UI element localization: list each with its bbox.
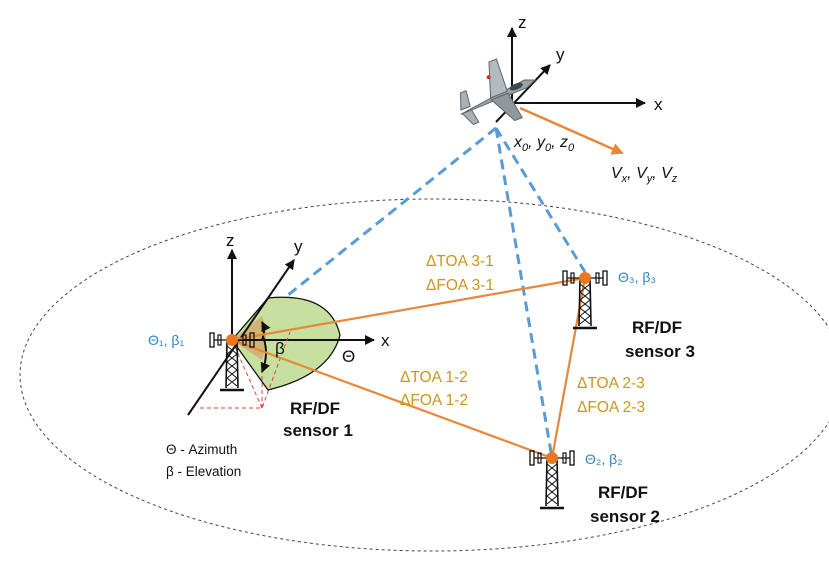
- sight-line-sensor1: [231, 126, 497, 342]
- sight-lines: [231, 126, 587, 459]
- sensor1-y-label: y: [294, 237, 303, 256]
- velocity-arrow: [519, 106, 624, 155]
- sensor1-angle-label: Θ₁, β₁: [148, 332, 184, 348]
- aircraft-x-label: x: [654, 95, 663, 114]
- beta-symbol: β: [275, 339, 285, 358]
- link-1-3: [231, 276, 586, 342]
- aircraft-y-label: y: [556, 45, 565, 64]
- link-1-2: [231, 338, 553, 460]
- fighter-jet-icon: [459, 58, 537, 126]
- sight-line-sensor3: [494, 127, 587, 273]
- link12-toa-label: ΔTOA 1-2: [400, 369, 468, 386]
- sensor3-node: [579, 272, 591, 284]
- link31-toa-label: ΔTOA 3-1: [426, 253, 494, 270]
- sight-line-sensor2: [494, 127, 554, 459]
- link23-foa-label: ΔFOA 2-3: [577, 399, 645, 416]
- sensor2-angle-label: Θ₂, β₂: [585, 451, 623, 467]
- aircraft-axes: [495, 27, 646, 123]
- sensor1-name-line2: sensor 1: [283, 421, 353, 440]
- sensor3-name-line2: sensor 3: [625, 342, 695, 361]
- link31-foa-label: ΔFOA 3-1: [426, 277, 494, 294]
- azimuth-arc: [261, 321, 271, 341]
- legend-elevation: β - Elevation: [166, 464, 241, 479]
- sensor1-x-label: x: [381, 331, 390, 350]
- link12-foa-label: ΔFOA 1-2: [400, 392, 468, 409]
- coverage-ellipse: [19, 198, 829, 552]
- sensor1-node: [226, 334, 238, 346]
- link23-toa-label: ΔTOA 2-3: [577, 375, 645, 392]
- aircraft-z-label: z: [518, 13, 527, 32]
- aircraft-position-label: x0, y0, z0: [513, 134, 575, 154]
- sensor1-z-label: z: [226, 231, 235, 250]
- sensor3-angle-label: Θ₃, β₃: [618, 269, 656, 285]
- sensor2-node: [546, 452, 558, 464]
- legend-azimuth: Θ - Azimuth: [166, 442, 237, 457]
- sensor2-name-line2: sensor 2: [590, 507, 660, 526]
- sensor2-name-line1: RF/DF: [598, 483, 648, 502]
- aircraft-velocity-label: Vx, Vy, Vz: [611, 165, 678, 185]
- sensor3-name-line1: RF/DF: [632, 318, 682, 337]
- sensor1-name-line1: RF/DF: [290, 399, 340, 418]
- theta-symbol: Θ: [342, 347, 355, 366]
